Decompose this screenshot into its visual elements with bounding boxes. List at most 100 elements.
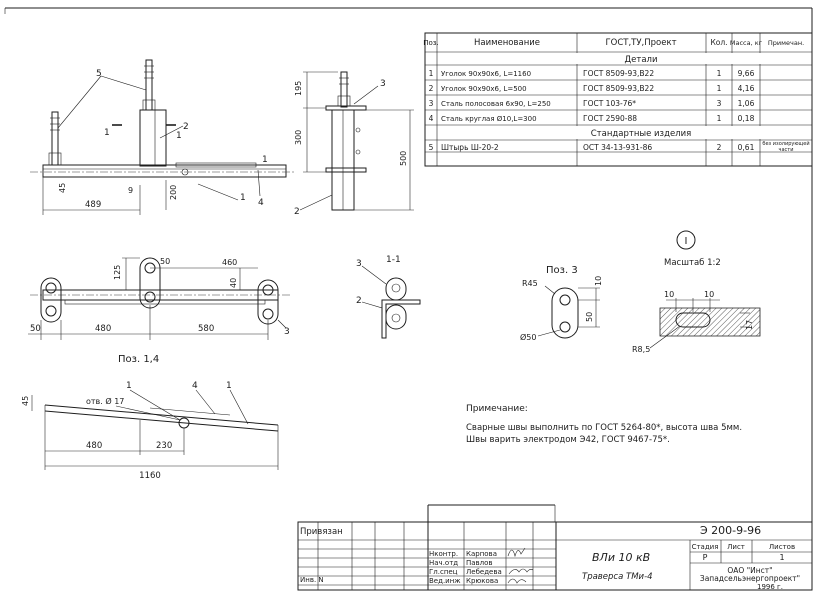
section-1-1: 1-1 3 2 — [356, 255, 421, 339]
dim-dia50: Ø50 — [520, 332, 536, 342]
signer-row: Вед.инж Крюкова — [429, 577, 498, 585]
dim-300: 300 — [294, 130, 303, 145]
notes-line-2: Швы варить электродом Э42, ГОСТ 9467-75*… — [466, 435, 670, 445]
col-name-header: Наименование — [474, 38, 540, 48]
label-pos-1-right: 1 — [262, 155, 268, 165]
svg-text:ОСТ 34-13-931-86: ОСТ 34-13-931-86 — [583, 143, 652, 152]
label-pos-3-section: 3 — [356, 259, 362, 269]
signer-row: Нконтр. Карпова — [429, 550, 497, 558]
sheets-value: 1 — [779, 553, 784, 562]
signer-row: Нач.отд Павлов — [429, 559, 493, 567]
dim-480-bottom: 480 — [86, 441, 102, 451]
svg-text:1: 1 — [717, 84, 722, 93]
section-mark-left: 1 — [104, 128, 110, 138]
dim-r45: R45 — [522, 279, 538, 288]
svg-text:3: 3 — [429, 99, 434, 108]
svg-text:Сталь полосовая 6x90, L=250: Сталь полосовая 6x90, L=250 — [441, 100, 551, 108]
notes-line-1: Сварные швы выполнить по ГОСТ 5264-80*, … — [466, 423, 742, 433]
dim-r85: R8,5 — [632, 345, 650, 354]
svg-text:Нач.отд: Нач.отд — [429, 559, 458, 567]
svg-text:ГОСТ 2590-88: ГОСТ 2590-88 — [583, 114, 637, 123]
hole-label: отв. Ø 17 — [86, 396, 124, 406]
org-line-1: ОАО "Инст" — [727, 566, 772, 575]
org-year: 1996 г. — [757, 583, 783, 591]
dim-17: 17 — [745, 320, 754, 330]
side-view: 3 2 195 300 500 — [294, 71, 414, 217]
svg-text:ГОСТ 103-76*: ГОСТ 103-76* — [583, 99, 636, 108]
svg-text:0,18: 0,18 — [738, 114, 755, 123]
section-details-label: Детали — [625, 55, 658, 65]
pos3-view: Поз. 3 R45 10 50 Ø50 — [520, 265, 603, 342]
svg-text:9,66: 9,66 — [738, 69, 755, 78]
svg-text:Карпова: Карпова — [466, 550, 497, 558]
spec-row: 1 Уголок 90x90x6, L=1160 ГОСТ 8509-93,В2… — [429, 69, 755, 78]
svg-text:Штырь Ш-20-2: Штырь Ш-20-2 — [441, 143, 499, 152]
plan-view-title: Поз. 1,4 — [118, 354, 159, 365]
dim-200: 200 — [169, 185, 178, 200]
dim-489: 489 — [85, 200, 101, 210]
detail-marker: I — [685, 236, 688, 247]
dim-45-bottom: 45 — [21, 396, 30, 406]
signature-1 — [507, 547, 526, 558]
svg-text:1: 1 — [717, 69, 722, 78]
label-pos-1: 1 — [240, 193, 246, 203]
spec-row: 3 Сталь полосовая 6x90, L=250 ГОСТ 103-7… — [429, 99, 755, 108]
dim-580: 580 — [198, 324, 214, 334]
label-pos-5: 5 — [96, 69, 102, 79]
label-pos-3-plan: 3 — [284, 327, 290, 337]
spec-row: 5 Штырь Ш-20-2 ОСТ 34-13-931-86 2 0,61 б… — [429, 141, 810, 153]
front-view: 5 2 1 4 1 1 1 489 45 9 200 — [30, 59, 295, 215]
dim-50-bottom: 50 — [30, 324, 41, 334]
stage-label: Стадия — [692, 543, 719, 551]
svg-text:Павлов: Павлов — [466, 559, 493, 567]
col-qty-header: Кол. — [710, 38, 727, 47]
col-pos-header: Поз. — [423, 39, 439, 47]
svg-text:Нконтр.: Нконтр. — [429, 550, 458, 558]
title-block: Привязан Э 200-9-96 ВЛи 10 кВ Траверса Т… — [297, 504, 813, 591]
dim-195: 195 — [294, 81, 303, 96]
detail-scale: Масштаб 1:2 — [664, 258, 721, 268]
dim-9: 9 — [128, 186, 133, 195]
notes-title: Примечание: — [466, 404, 528, 414]
dim-125: 125 — [113, 265, 122, 280]
svg-text:Вед.инж: Вед.инж — [429, 577, 461, 585]
label-pos-1-bottom-left: 1 — [126, 381, 132, 391]
drawing-item: Траверса ТМи-4 — [582, 572, 653, 582]
section-title: 1-1 — [386, 255, 401, 265]
sheets-label: Листов — [769, 543, 795, 551]
label-pos-4-bottom: 4 — [192, 381, 198, 391]
detail-1: I Масштаб 1:2 10 10 17 R8,5 — [632, 230, 761, 354]
col-standard-header: ГОСТ,ТУ,Проект — [605, 38, 676, 48]
stage-value: Р — [703, 553, 708, 562]
svg-text:ГОСТ 8509-93,В22: ГОСТ 8509-93,В22 — [583, 69, 654, 78]
dim-500: 500 — [399, 151, 408, 166]
col-mass-header: Масса, кг — [730, 39, 763, 47]
section-mark-right: 1 — [176, 131, 182, 141]
svg-text:Сталь круглая Ø10,L=300: Сталь круглая Ø10,L=300 — [441, 115, 537, 123]
signature-3 — [507, 578, 527, 584]
svg-text:4: 4 — [429, 114, 434, 123]
dim-10-right: 10 — [704, 290, 714, 299]
label-pos-2: 2 — [183, 122, 189, 132]
org-line-2: Западсельэнергопроект" — [700, 574, 800, 583]
dim-1160: 1160 — [139, 471, 161, 481]
spec-row: 4 Сталь круглая Ø10,L=300 ГОСТ 2590-88 1… — [429, 114, 755, 123]
dim-10-left: 10 — [664, 290, 674, 299]
svg-text:5: 5 — [429, 143, 434, 152]
drawing-code: Э 200-9-96 — [700, 524, 761, 537]
signer-row: Гл.спец Лебедева — [429, 568, 502, 576]
label-pos-3: 3 — [380, 79, 386, 89]
dim-45: 45 — [58, 183, 67, 193]
spec-row: 2 Уголок 90x90x6, L=500 ГОСТ 8509-93,В22… — [429, 84, 755, 93]
privyazan-label: Привязан — [300, 527, 343, 537]
svg-text:3: 3 — [717, 99, 722, 108]
signature-2 — [508, 568, 534, 575]
svg-text:Гл.спец: Гл.спец — [429, 568, 458, 576]
svg-text:Крюкова: Крюкова — [466, 577, 498, 585]
sheet-label: Лист — [727, 543, 745, 551]
svg-text:Уголок 90x90x6, L=500: Уголок 90x90x6, L=500 — [441, 85, 527, 93]
svg-text:ГОСТ 8509-93,В22: ГОСТ 8509-93,В22 — [583, 84, 654, 93]
label-pos-4: 4 — [258, 198, 264, 208]
sheet-frame — [4, 7, 813, 590]
